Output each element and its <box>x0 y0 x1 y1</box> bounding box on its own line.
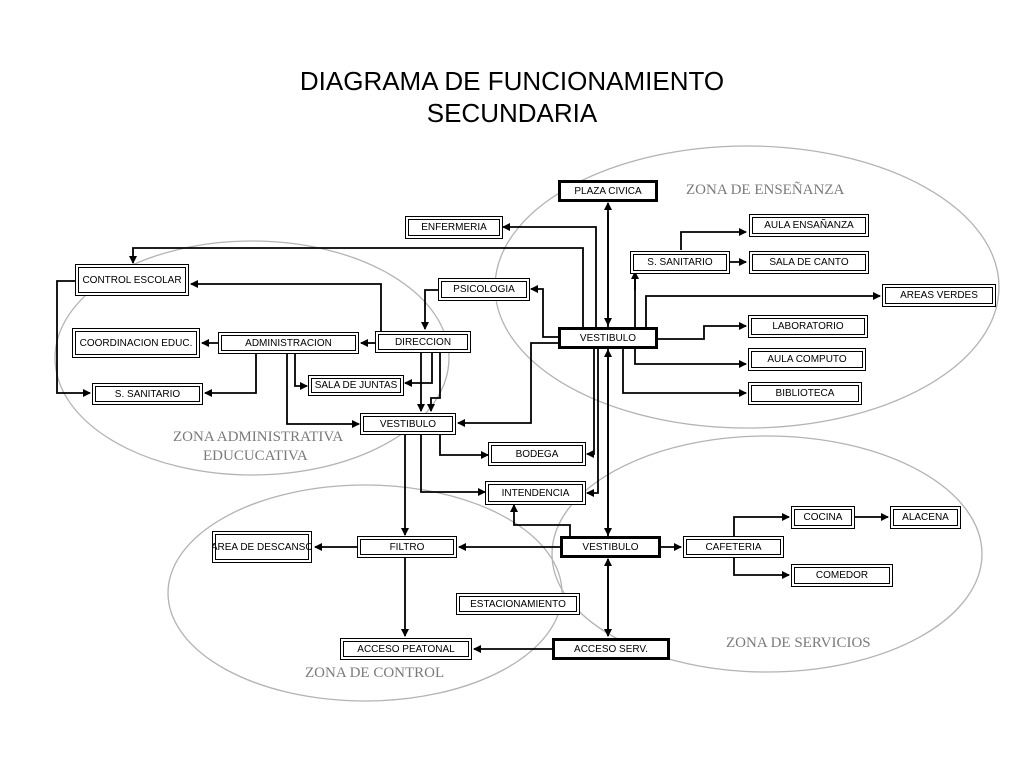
zone-administrativa-label-2: EDUCUCATIVA <box>203 448 308 464</box>
link-direccion-vestibulo-2 <box>427 353 441 412</box>
node-sala-de-canto: SALA DE CANTO <box>749 251 869 274</box>
node-filtro: FILTRO <box>357 536 457 558</box>
node-estacionamiento: ESTACIONAMIENTO <box>456 593 580 615</box>
zone-ensenanza-label: ZONA DE ENSEÑANZA <box>686 182 845 198</box>
link-vestibulo-psicologia <box>530 285 559 338</box>
node-enfermeria: ENFERMERIA <box>405 216 503 239</box>
node-vestibulo-servicios: VESTIBULO <box>560 536 661 558</box>
link-vestibulo-areas-verdes <box>645 292 881 327</box>
node-sala-de-juntas: SALA DE JUNTAS <box>308 375 404 396</box>
node-alacena: ALACENA <box>890 506 961 529</box>
link-vestibulo-ens-adm <box>457 342 559 427</box>
node-bodega: BODEGA <box>488 442 586 466</box>
node-aula-computo: AULA COMPUTO <box>748 348 866 371</box>
node-acceso-peatonal: ACCESO PEATONAL <box>340 638 472 660</box>
node-control-escolar: CONTROL ESCOLAR <box>75 264 189 296</box>
zone-servicios-ellipse <box>551 435 983 673</box>
node-psicologia: PSICOLOGIA <box>438 278 530 301</box>
node-cafeteria: CAFETERIA <box>683 536 784 558</box>
link-administracion-s-sanitario <box>204 353 257 397</box>
link-vestibulo-bodega <box>439 434 489 459</box>
link-vestibulo-serv-intendencia <box>510 504 571 537</box>
node-coordinacion-educ: COORDINACION EDUC. <box>72 328 200 358</box>
node-s-sanitario-ensenanza: S. SANITARIO <box>630 251 730 274</box>
zone-servicios-label: ZONA DE SERVICIOS <box>726 635 871 651</box>
node-laboratorio: LABORATORIO <box>748 315 868 338</box>
node-aula-ensananza: AULA ENSAÑANZA <box>749 214 869 237</box>
link-psicologia-direccion <box>421 289 440 330</box>
link-vestibulo-control-escolar <box>129 247 584 327</box>
link-vestibulo-ens-bodega <box>586 349 595 458</box>
node-biblioteca: BIBLIOTECA <box>748 382 862 405</box>
link-administracion-sala-juntas <box>294 353 308 390</box>
link-direccion-control-escolar <box>190 280 382 332</box>
diagram-title: DIAGRAMA DE FUNCIONAMIENTO <box>299 66 725 96</box>
zone-administrativa-label: ZONA ADMINISTRATIVA <box>173 429 344 445</box>
zone-control-label: ZONA DE CONTROL <box>305 665 445 681</box>
link-vestibulo-intendencia <box>420 434 486 496</box>
link-direccion-sala-juntas <box>404 353 433 387</box>
node-plaza-civica: PLAZA CIVICA <box>558 180 658 202</box>
node-vestibulo-ensenanza: VESTIBULO <box>558 327 658 349</box>
link-administracion-vestibulo <box>286 353 360 428</box>
link-vestibulo-biblioteca <box>622 349 747 397</box>
node-acceso-serv: ACCESO SERV. <box>552 638 670 660</box>
link-vestibulo-enfermeria <box>502 223 597 327</box>
node-areas-verdes: AREAS VERDES <box>882 284 996 307</box>
link-cafeteria-comedor <box>733 557 790 579</box>
zone-administrativa-ellipse <box>54 240 450 476</box>
node-direccion: DIRECCION <box>375 331 471 353</box>
link-vestibulo-aula-computo <box>634 349 747 368</box>
node-area-de-descanso: AREA DE DESCANSO <box>212 531 312 563</box>
link-s-sanitario-aula <box>680 228 747 250</box>
node-intendencia: INTENDENCIA <box>485 481 586 505</box>
node-s-sanitario-administrativa: S. SANITARIO <box>92 383 203 405</box>
node-cocina: COCINA <box>791 506 855 529</box>
diagram-subtitle: SECUNDARIA <box>426 98 598 128</box>
node-vestibulo-administrativa: VESTIBULO <box>360 413 456 435</box>
link-control-escolar-s-sanitario <box>56 280 91 397</box>
node-administracion: ADMINISTRACION <box>218 332 359 354</box>
link-vestibulo-ens-intendencia <box>586 349 599 497</box>
node-comedor: COMEDOR <box>791 564 893 587</box>
link-vestibulo-laboratorio <box>657 322 747 340</box>
link-cafeteria-cocina <box>733 513 790 537</box>
